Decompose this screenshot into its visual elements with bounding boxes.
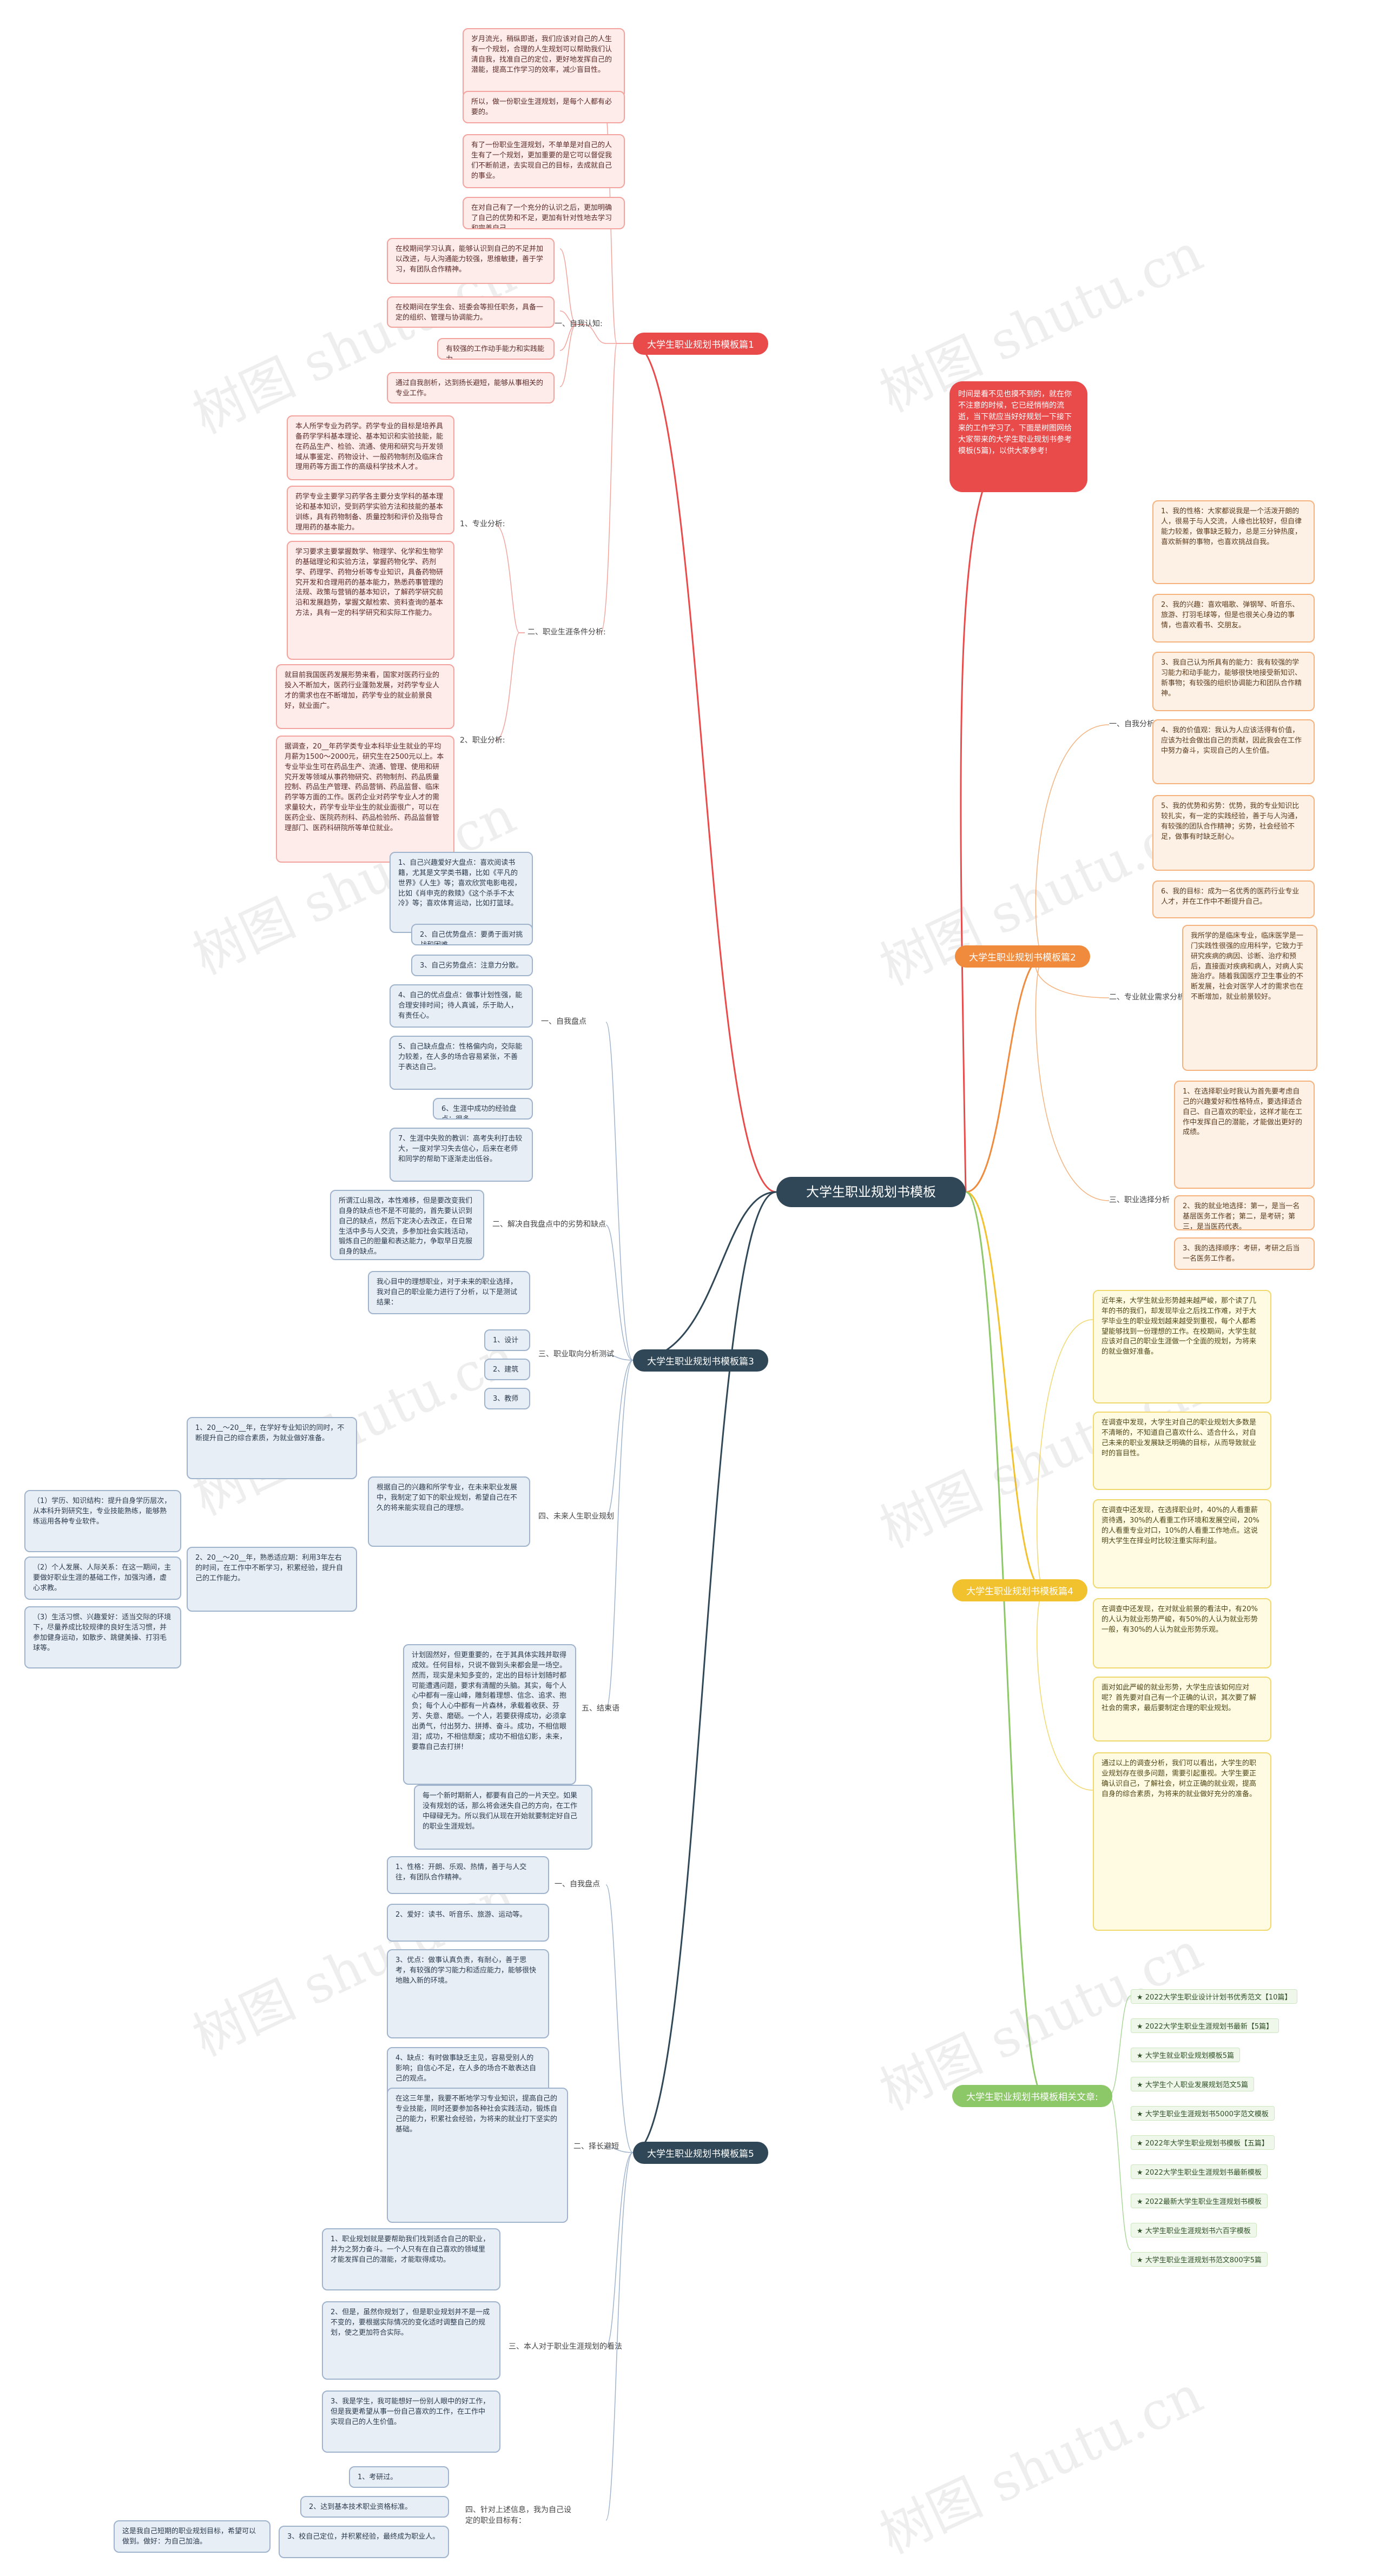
b1-sub1-label: 一、自我认知: (555, 320, 603, 328)
b3-sub4-detail: （1）学历、知识结构：提升自身学历层次，从本科升到研究生，专业技能熟练，能够熟练… (24, 1490, 181, 1552)
branch-5[interactable]: 大学生职业规划书模板篇5 (633, 2142, 768, 2164)
b3-sub3-item: 2、建筑 (484, 1359, 530, 1380)
branch-2[interactable]: 大学生职业规划书模板篇2 (955, 945, 1090, 968)
b5-sub4-label: 四、针对上述信息，我为自己设定的职业目标有： (465, 2506, 571, 2525)
b2-sub2-item: 我所学的是临床专业，临床医学是一门实践性很强的应用科学，它致力于研究疾病的病因、… (1182, 925, 1317, 1071)
b3-sub4-item: 1、20__～20__年，在学好专业知识的同时，不断提升自己的综合素质，为就业做… (187, 1417, 357, 1479)
b5-sub3-label: 三、本人对于职业生涯规划的看法 (509, 2342, 622, 2351)
b3-sub1-item: 2、自己优势盘点：要勇于面对挑战和困难。 (411, 924, 533, 945)
b5-sub1-label: 一、自我盘点 (555, 1880, 600, 1889)
b4-item: 近年来，大学生就业形势越来越严峻，那个读了几年的书的我们，却发现毕业之后找工作难… (1093, 1290, 1271, 1403)
b3-sub2-label: 二、解决自我盘点中的劣势和缺点 (492, 1220, 606, 1229)
b3-sub1-label: 一、自我盘点 (541, 1017, 586, 1026)
branch-3[interactable]: 大学生职业规划书模板篇3 (633, 1349, 768, 1372)
related-article-link[interactable]: ★ 2022最新大学生职业生涯规划书模板 (1131, 2194, 1268, 2208)
b5-sub4-item: 3、校自己定位，并积累经验，最终成为职业人。 (279, 2526, 449, 2558)
related-article-link[interactable]: ★ 大学生职业生涯规划书范文800字5篇 (1131, 2252, 1268, 2267)
b2-sub1-label: 一、自我分析 (1109, 720, 1155, 729)
branch-6[interactable]: 大学生职业规划书模板相关文章: (952, 2085, 1112, 2107)
b4-item: 通过以上的调查分析，我们可以看出，大学生的职业规划存在很多问题，需要引起重视。大… (1093, 1752, 1271, 1931)
branch-1[interactable]: 大学生职业规划书模板篇1 (633, 333, 768, 355)
b3-sub4-label: 四、未来人生职业规划 (538, 1512, 614, 1521)
b2-sub2-label: 二、专业就业需求分析 (1109, 993, 1185, 1002)
related-article-link[interactable]: ★ 2022大学生职业设计计划书优秀范文【10篇】 (1131, 1989, 1298, 2004)
b3-sub3-item: 3、教师 (484, 1388, 530, 1409)
b5-sub4-item: 2、达到基本技术职业资格标准。 (300, 2496, 449, 2518)
b3-sub1-item: 5、自己缺点盘点：性格偏内向，交际能力较差，在人多的场合容易紧张，不善于表达自己… (390, 1036, 533, 1090)
b5-sub3-item: 3、我是学生，我可能想好一份别人眼中的好工作，但是我更希望从事一份自己喜欢的工作… (322, 2390, 500, 2453)
b3-sub2-item: 所谓江山易改，本性难移，但是要改变我们自身的缺点也不是不可能的，首先要认识到自己… (330, 1190, 484, 1260)
b5-sub1-item: 2、爱好：读书、听音乐、旅游、运动等。 (387, 1904, 549, 1942)
b2-sub1-item: 4、我的价值观：我认为人应该活得有价值，应该为社会做出自己的贡献，因此我会在工作… (1152, 719, 1315, 784)
b3-sub1-item: 1、自己兴趣爱好大盘点：喜欢阅读书籍，尤其是文学类书籍，比如《平凡的世界》《人生… (390, 852, 533, 933)
related-article-link[interactable]: ★ 2022年大学生职业规划书模板【五篇】 (1131, 2135, 1275, 2150)
b3-sub4-detail: （3）生活习惯、兴趣爱好：适当交际的环境下，尽量养成比较规律的良好生活习惯，并参… (24, 1606, 181, 1668)
b5-sub3-item: 2、但是，虽然你规划了，但是职业规划并不是一成不变的，要根据实际情况的变化适时调… (322, 2301, 500, 2380)
b4-item: 在调查中还发现，在选择职业时，40%的人看重薪资待遇，30%的人看重工作环境和发… (1093, 1499, 1271, 1588)
b3-sub4-intro: 根据自己的兴趣和所学专业，在未来职业发展中，我制定了如下的职业规划，希望自己在不… (368, 1476, 530, 1547)
b5-intro: 每一个新时期新人，都要有自己的一片天空。如果没有规划的话，那么将会迷失自己的方向… (414, 1785, 592, 1850)
b3-sub1-item: 7、生涯中失败的教训：高考失利打击较大，一度对学习失去信心，后来在老师和同学的帮… (390, 1128, 533, 1182)
b3-sub3-item: 1、设计 (484, 1329, 530, 1351)
b1-sub1-item: 在校期间学习认真，能够认识到自己的不足并加以改进，与人沟通能力较强，思维敏捷，善… (387, 238, 555, 284)
b2-sub1-item: 5、我的优势和劣势：优势，我的专业知识比较扎实，有一定的实践经验，善于与人沟通，… (1152, 795, 1315, 871)
b3-sub5-label: 五、结束语 (582, 1704, 619, 1713)
b2-sub3-item: 1、在选择职业时我认为首先要考虑自己的兴趣爱好和性格特点，要选择适合自己、自己喜… (1174, 1081, 1315, 1189)
b5-sub2-label: 二、择长避短 (573, 2142, 619, 2151)
b4-item: 在调查中发现，大学生对自己的职业规划大多数是不清晰的，不知道自己喜欢什么、适合什… (1093, 1412, 1271, 1490)
b1-sub2a-item: 药学专业主要学习药学各主要分支学科的基本理论和基本知识，受到药学实验方法和技能的… (287, 486, 454, 534)
related-article-link[interactable]: ★ 大学生个人职业发展规划范文5篇 (1131, 2077, 1255, 2091)
related-article-link[interactable]: ★ 大学生职业生涯规划书5000字范文模板 (1131, 2106, 1275, 2121)
b3-sub4-item: 2、20__～20__年，熟悉适应期：利用3年左右的时间，在工作中不断学习，积累… (187, 1547, 357, 1612)
b3-sub5-item: 计划固然好，但更重要的，在于其具体实践并取得成效。任何目标，只说不做到头来都会是… (403, 1644, 576, 1785)
b5-sub4-item: 1、考研过。 (349, 2466, 449, 2488)
b5-sub1-item: 3、优点：做事认真负责，有耐心，善于思考，有较强的学习能力和适应能力，能够很快地… (387, 1949, 549, 2038)
b2-sub3-item: 2、我的就业地选择：第一，是当一名基层医务工作者；第二，是考研；第三，是当医药代… (1174, 1195, 1315, 1230)
b2-sub1-item: 6、我的目标：成为一名优秀的医药行业专业人才，并在工作中不断提升自己。 (1152, 880, 1315, 918)
b5-sub4-note: 这是我自己短期的职业规划目标，希望可以做到。做好：为自己加油。 (114, 2520, 271, 2553)
b1-sub1-item: 通过自我剖析，达到扬长避短，能够从事相关的专业工作。 (387, 372, 555, 403)
b1-sub2a-label: 1、专业分析: (460, 520, 505, 528)
b1-sub1-item: 有较强的工作动手能力和实践能力。 (437, 338, 555, 360)
branch-4[interactable]: 大学生职业规划书模板篇4 (952, 1579, 1087, 1601)
b1-sub2a-item: 学习要求主要掌握数学、物理学、化学和生物学的基础理论和实验方法，掌握药物化学、药… (287, 541, 454, 660)
b1-top-item: 岁月流光，稍纵即逝，我们应该对自己的人生有一个规划，合理的人生规划可以帮助我们认… (463, 28, 625, 98)
b2-sub3-label: 三、职业选择分析 (1109, 1196, 1170, 1204)
b1-sub2b-item: 就目前我国医药发展形势来看，国家对医药行业的投入不断加大，医药行业蓬勃发展，对药… (276, 664, 454, 729)
b3-sub1-item: 6、生涯中成功的经验盘点：很多。 (433, 1098, 533, 1120)
b1-sub2b-item: 据调查，20__年药学类专业本科毕业生就业的平均月薪为1500～2000元，研究… (276, 736, 454, 863)
b1-sub1-item: 在校期间在学生会、班委会等担任职务，具备一定的组织、管理与协调能力。 (387, 296, 555, 328)
b1-top-item: 在对自己有了一个充分的认识之后，更加明确了自己的优势和不足，更加有针对性地去学习… (463, 197, 625, 229)
b5-sub3-item: 1、职业规划就是要帮助我们找到适合自己的职业，并为之努力奋斗。一个人只有在自己喜… (322, 2228, 500, 2290)
b1-top-item: 所以，做一份职业生涯规划，是每个人都有必要的。 (463, 91, 625, 123)
related-article-link[interactable]: ★ 2022大学生职业生涯规划书最新【5篇】 (1131, 2018, 1280, 2033)
b3-sub1-item: 4、自己的优点盘点：做事计划性强，能合理安排时间；待人真诚，乐于助人，有责任心。 (390, 984, 533, 1028)
b1-top-item: 有了一份职业生涯规划，不单单是对自己的人生有了一个规划，更加重要的是它可以督促我… (463, 134, 625, 188)
b3-sub3-intro: 我心目中的理想职业，对于未来的职业选择，我对自己的职业能力进行了分析，以下是测试… (368, 1271, 530, 1314)
b3-sub4-detail: （2）个人发展、人际关系：在这一期间，主要做好职业生涯的基础工作，加强沟通，虚心… (24, 1557, 181, 1600)
b5-sub1-item: 1、性格：开朗、乐观、热情，善于与人交往，有团队合作精神。 (387, 1856, 549, 1894)
b4-item: 面对如此严峻的就业形势，大学生应该如何应对呢？首先要对自己有一个正确的认识，其次… (1093, 1677, 1271, 1741)
b2-sub1-item: 2、我的兴趣：喜欢唱歌、弹钢琴、听音乐、旅游、打羽毛球等，但是也很关心身边的事情… (1152, 594, 1315, 643)
root-node[interactable]: 大学生职业规划书模板 (776, 1177, 966, 1207)
b2-sub1-item: 3、我自己认为所具有的能力：我有较强的学习能力和动手能力，能够很快地接受新知识、… (1152, 652, 1315, 711)
b5-sub2-item: 在这三年里，我要不断地学习专业知识，提高自己的专业技能，同时还要参加各种社会实践… (387, 2088, 568, 2223)
b1-sub2a-item: 本人所学专业为药学。药学专业的目标是培养具备药学学科基本理论、基本知识和实验技能… (287, 415, 454, 480)
intro-node[interactable]: 时间是看不见也摸不到的，就在你不注意的时候，它已经悄悄的流逝，当下就应当好好规划… (949, 381, 1087, 492)
b3-sub1-item: 3、自己劣势盘点：注意力分散。 (411, 955, 533, 976)
related-article-link[interactable]: ★ 大学生职业生涯规划书六百字模板 (1131, 2223, 1257, 2237)
b2-sub3-item: 3、我的选择顺序：考研，考研之后当一名医务工作者。 (1174, 1237, 1315, 1270)
b4-item: 在调查中还发现，在对就业前景的看法中，有20%的人认为就业形势严峻，有50%的人… (1093, 1598, 1271, 1668)
b3-sub3-label: 三、职业取向分析测试 (538, 1350, 614, 1359)
related-article-link[interactable]: ★ 大学生就业职业规划模板5篇 (1131, 2048, 1241, 2062)
related-article-link[interactable]: ★ 2022大学生职业生涯规划书最新模板 (1131, 2164, 1268, 2179)
b1-sub2-label: 二、职业生涯条件分析: (527, 628, 606, 637)
b2-sub1-item: 1、我的性格：大家都说我是一个活泼开朗的人，很易于与人交流，人缘也比较好，但自律… (1152, 500, 1315, 584)
b1-sub2b-label: 2、职业分析: (460, 736, 505, 745)
